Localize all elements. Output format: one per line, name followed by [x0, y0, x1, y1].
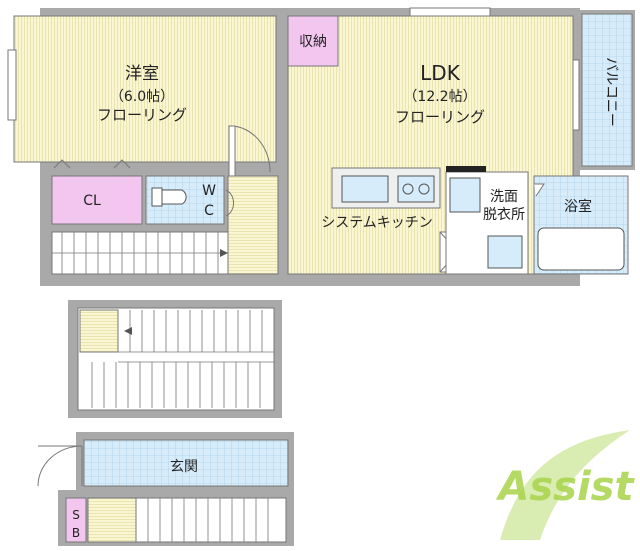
kitchen-hood-icon	[446, 166, 486, 172]
middle-stairs-treads	[91, 310, 274, 408]
entrance	[83, 439, 289, 487]
storage-overlay	[287, 15, 339, 67]
sink-icon	[341, 175, 389, 203]
logo-text: Assist	[495, 464, 635, 510]
bath-label: 浴室	[564, 198, 592, 215]
balcony	[581, 13, 633, 167]
stairs-arrow-icon	[220, 249, 228, 257]
toilet-icon	[151, 187, 187, 207]
western-room-floor: フローリング	[97, 106, 187, 124]
hall-corridor	[227, 175, 279, 275]
wc-label-w: W	[202, 183, 216, 199]
storage-label: 収納	[299, 34, 327, 50]
western-room-name: 洋室	[125, 64, 159, 84]
washing-machine-icon	[449, 177, 481, 213]
lower-stairs-treads	[147, 498, 269, 542]
ldk-size: （12.2帖）	[403, 89, 476, 105]
window-left	[7, 49, 17, 121]
shoe-box-label-s: S	[72, 508, 80, 522]
washbasin-icon	[487, 235, 523, 269]
landing	[79, 309, 119, 353]
western-room-size: （6.0帖）	[110, 89, 174, 105]
entrance-label: 玄関	[170, 458, 198, 475]
washroom-label-2: 脱衣所	[483, 207, 525, 223]
ldk-name: LDK	[420, 61, 461, 85]
ldk-floor: フローリング	[395, 108, 485, 126]
kitchen-label: システムキッチン	[321, 215, 433, 231]
balcony-label: バルコニー	[603, 57, 619, 127]
middle-stairs-arrow-icon	[124, 327, 132, 335]
closet-label: CL	[83, 193, 101, 209]
closet	[51, 175, 143, 225]
shoe-box	[65, 497, 87, 543]
bath-door-icon	[534, 183, 545, 197]
upper-stairs-treads	[52, 232, 228, 274]
door-frame-icon	[228, 125, 236, 177]
stove-icon	[397, 175, 435, 203]
window-top	[409, 7, 491, 17]
window-right	[572, 59, 580, 131]
lower-landing	[87, 497, 137, 543]
wc-label-c: C	[204, 203, 214, 219]
closet-door-icon	[53, 159, 131, 169]
lower-stairs	[135, 497, 287, 543]
wc-door-icon	[225, 189, 234, 217]
entrance-door-icon	[37, 445, 83, 487]
assist-logo	[500, 430, 630, 540]
bathtub-icon	[537, 227, 625, 271]
shoe-box-label-b: B	[72, 526, 80, 540]
washroom-label-1: 洗面	[490, 189, 518, 205]
